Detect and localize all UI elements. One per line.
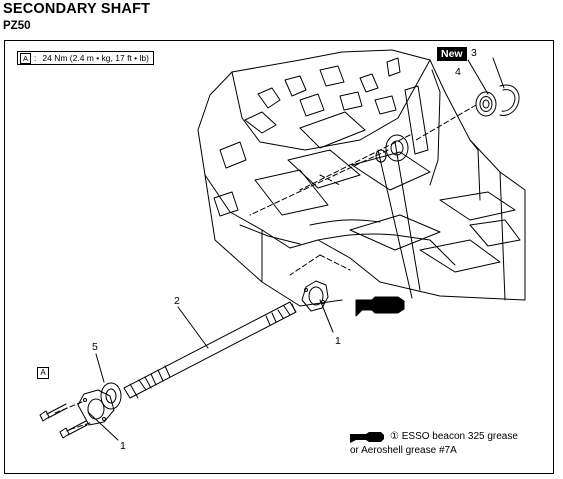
- bearing-retainer-top: [301, 280, 329, 312]
- new-badge: New: [437, 47, 467, 61]
- bolt-torque-marker: A: [37, 367, 49, 379]
- grease-gun-icon: [355, 296, 405, 317]
- bolt-lower: [59, 420, 88, 439]
- bearing-retainer-bottom: [77, 389, 115, 426]
- callout-4: 4: [455, 66, 461, 78]
- bolt-upper: [39, 403, 68, 422]
- engine-case: [197, 49, 526, 307]
- callout-5: 5: [92, 341, 98, 353]
- torque-value: 24 Nm (2.4 m • kg, 17 ft • lb): [42, 53, 149, 63]
- bearing: [100, 382, 122, 410]
- model-label: PZ50: [3, 20, 31, 32]
- torque-spec: A : 24 Nm (2.4 m • kg, 17 ft • lb): [17, 51, 154, 65]
- oil-seal: [475, 91, 497, 117]
- callout-1-top: 1: [335, 335, 341, 347]
- secondary-shaft: [123, 301, 297, 399]
- page-title: SECONDARY SHAFT: [3, 1, 151, 17]
- callout-3: 3: [471, 47, 477, 59]
- case-seal-seat: [375, 134, 409, 163]
- grease-spec-line2: or Aeroshell grease #7A: [350, 445, 457, 456]
- torque-colon: :: [34, 53, 37, 63]
- callout-2: 2: [174, 295, 180, 307]
- assembly-dash-lines: [54, 104, 477, 431]
- grease-legend: ① ESSO beacon 325 grease or Aeroshell gr…: [350, 430, 518, 458]
- grease-gun-icon: [350, 432, 384, 443]
- grease-spec-line1: ① ESSO beacon 325 grease: [390, 431, 518, 442]
- circlip: [499, 84, 520, 116]
- callout-1-bottom: 1: [120, 440, 126, 452]
- leader-lines: [87, 57, 505, 441]
- torque-marker: A: [20, 52, 31, 64]
- diagram-frame: [4, 40, 554, 474]
